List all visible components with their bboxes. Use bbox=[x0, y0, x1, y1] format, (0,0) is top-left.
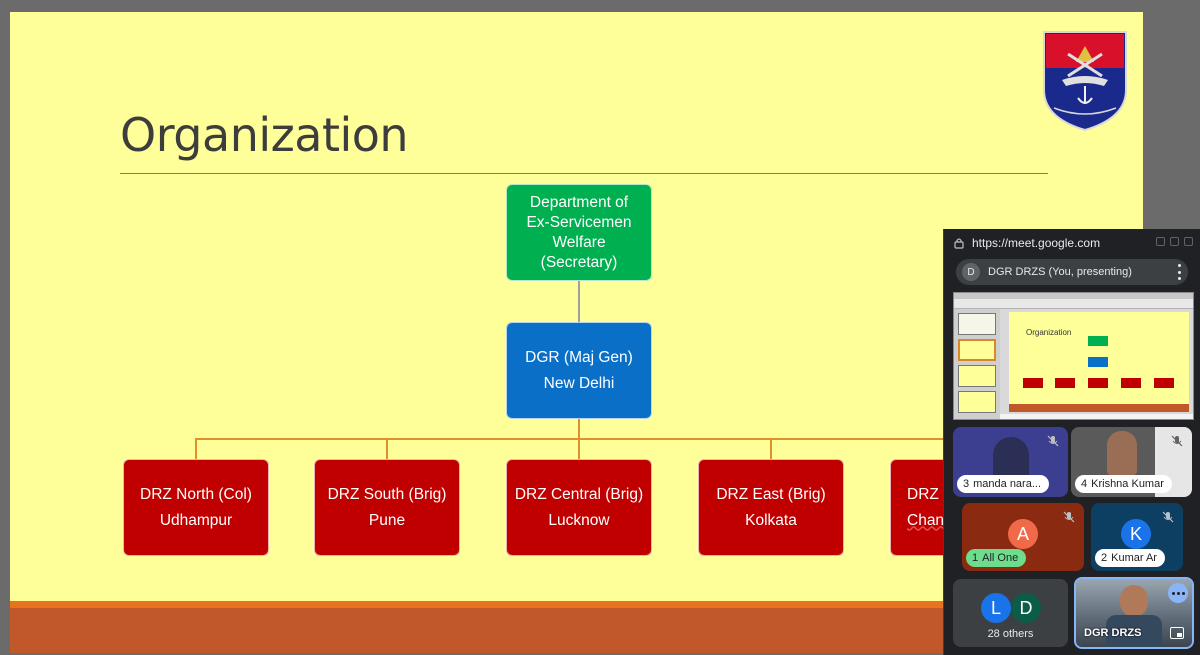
connector-drz-south bbox=[386, 438, 388, 459]
org-box-dgr: DGR (Maj Gen) New Delhi bbox=[506, 322, 652, 419]
avatar: D bbox=[1011, 593, 1041, 623]
org-box-text: Pune bbox=[368, 511, 406, 529]
preview-box bbox=[1154, 378, 1174, 388]
window-control-icon[interactable] bbox=[1170, 237, 1179, 246]
participant-name-label: 4 Krishna Kumar bbox=[1075, 475, 1172, 493]
org-box-drz-central: DRZ Central (Brig) Lucknow bbox=[506, 459, 652, 556]
preview-slide-panel bbox=[954, 309, 1000, 419]
mic-off-icon bbox=[1162, 511, 1174, 523]
avatar: K bbox=[1121, 519, 1151, 549]
more-options-icon[interactable] bbox=[1176, 264, 1182, 280]
preview-thumbnail bbox=[958, 365, 996, 387]
participant-video bbox=[993, 437, 1029, 481]
connector-dept-dgr bbox=[578, 281, 580, 322]
slide-title: Organization bbox=[120, 108, 409, 162]
org-box-text: DRZ North (Col) bbox=[140, 485, 252, 503]
mic-off-icon bbox=[1171, 435, 1183, 447]
participant-name: Kumar Ar bbox=[1111, 552, 1157, 564]
pip-url-bar: https://meet.google.com bbox=[944, 229, 1200, 257]
presenting-label: DGR DRZS (You, presenting) bbox=[988, 266, 1132, 278]
connector-dgr-down bbox=[578, 419, 580, 439]
hand-count: 3 bbox=[963, 478, 970, 490]
participant-name: All One bbox=[982, 552, 1019, 564]
org-box-text: Chan bbox=[907, 511, 945, 529]
pip-url-text: https://meet.google.com bbox=[972, 236, 1101, 250]
preview-toolbar bbox=[954, 293, 1193, 309]
participant-name-label: 2 Kumar Ar bbox=[1095, 549, 1165, 567]
org-box-drz-north: DRZ North (Col) Udhampur bbox=[123, 459, 269, 556]
preview-slide-title: Organization bbox=[1026, 328, 1072, 337]
preview-box bbox=[1088, 357, 1108, 367]
preview-thumbnail bbox=[958, 313, 996, 335]
org-box-text: Lucknow bbox=[548, 511, 610, 529]
others-tile[interactable]: L D 28 others bbox=[953, 579, 1068, 647]
participant-tile[interactable]: A 1 All One bbox=[962, 503, 1084, 571]
org-box-text: Kolkata bbox=[745, 511, 797, 529]
presenting-banner[interactable]: D DGR DRZS (You, presenting) bbox=[956, 259, 1188, 285]
lock-icon bbox=[954, 238, 964, 249]
slide-footer-stripe bbox=[10, 601, 1143, 608]
connector-drz-central bbox=[578, 438, 580, 459]
preview-footer-band bbox=[1009, 404, 1189, 412]
participant-tile[interactable]: K 2 Kumar Ar bbox=[1091, 503, 1183, 571]
org-box-text: Udhampur bbox=[159, 511, 233, 529]
connector-horizontal-bus bbox=[195, 438, 955, 440]
mic-off-icon bbox=[1063, 511, 1075, 523]
org-box-text: Welfare bbox=[552, 233, 606, 251]
self-video-body bbox=[1106, 615, 1162, 647]
connector-drz-north bbox=[195, 438, 197, 459]
participant-tile[interactable]: 4 Krishna Kumar bbox=[1071, 427, 1192, 497]
org-box-drz-east: DRZ East (Brig) Kolkata bbox=[698, 459, 844, 556]
others-count-label: 28 others bbox=[987, 628, 1034, 640]
self-video-face bbox=[1120, 585, 1148, 617]
avatar: A bbox=[1008, 519, 1038, 549]
self-name-label: DGR DRZS bbox=[1084, 627, 1142, 639]
hand-count: 2 bbox=[1101, 552, 1108, 564]
participant-name-label: 1 All One bbox=[966, 549, 1027, 567]
participant-video bbox=[1107, 431, 1137, 475]
meet-pip-window[interactable]: https://meet.google.com D DGR DRZS (You,… bbox=[943, 229, 1200, 655]
participant-name: Krishna Kumar bbox=[1091, 478, 1164, 490]
presentation-preview[interactable]: Organization bbox=[953, 292, 1194, 420]
preview-box bbox=[1121, 378, 1141, 388]
pip-window-controls bbox=[1156, 237, 1193, 246]
picture-in-picture-icon[interactable] bbox=[1170, 627, 1184, 639]
title-divider bbox=[120, 173, 1048, 174]
participant-name-label: 3 manda nara... bbox=[957, 475, 1049, 493]
org-box-text: (Secretary) bbox=[540, 253, 618, 271]
org-box-text: DGR (Maj Gen) bbox=[525, 348, 633, 366]
org-box-text: DRZ East (Brig) bbox=[716, 485, 826, 503]
more-options-icon[interactable] bbox=[1168, 583, 1188, 603]
org-box-text: DRZ South (Brig) bbox=[327, 485, 447, 503]
preview-status-bar bbox=[1000, 414, 1193, 419]
avatar: D bbox=[962, 263, 980, 281]
org-box-text: Department of bbox=[529, 193, 629, 211]
preview-box bbox=[1088, 336, 1108, 346]
avatar: L bbox=[981, 593, 1011, 623]
window-control-icon[interactable] bbox=[1156, 237, 1165, 246]
preview-thumbnail bbox=[958, 391, 996, 413]
org-box-department: Department of Ex-Servicemen Welfare (Sec… bbox=[506, 184, 652, 281]
org-box-text: Ex-Servicemen bbox=[526, 213, 632, 231]
preview-box bbox=[1088, 378, 1108, 388]
mic-off-icon bbox=[1047, 435, 1059, 447]
org-box-text: New Delhi bbox=[543, 374, 615, 392]
hand-count: 1 bbox=[972, 552, 979, 564]
hand-count: 4 bbox=[1081, 478, 1088, 490]
org-box-drz-south: DRZ South (Brig) Pune bbox=[314, 459, 460, 556]
preview-slide: Organization bbox=[1009, 312, 1189, 412]
org-box-text: DRZ Central (Brig) bbox=[514, 485, 644, 503]
participant-tile[interactable]: 3 manda nara... bbox=[953, 427, 1068, 497]
preview-box bbox=[1023, 378, 1043, 388]
dgr-emblem-logo bbox=[1043, 31, 1127, 132]
window-control-icon[interactable] bbox=[1184, 237, 1193, 246]
connector-drz-east bbox=[770, 438, 772, 459]
participant-name: manda nara... bbox=[973, 478, 1041, 490]
preview-box bbox=[1055, 378, 1075, 388]
self-tile[interactable]: DGR DRZS bbox=[1074, 577, 1194, 649]
preview-thumbnail bbox=[958, 339, 996, 361]
